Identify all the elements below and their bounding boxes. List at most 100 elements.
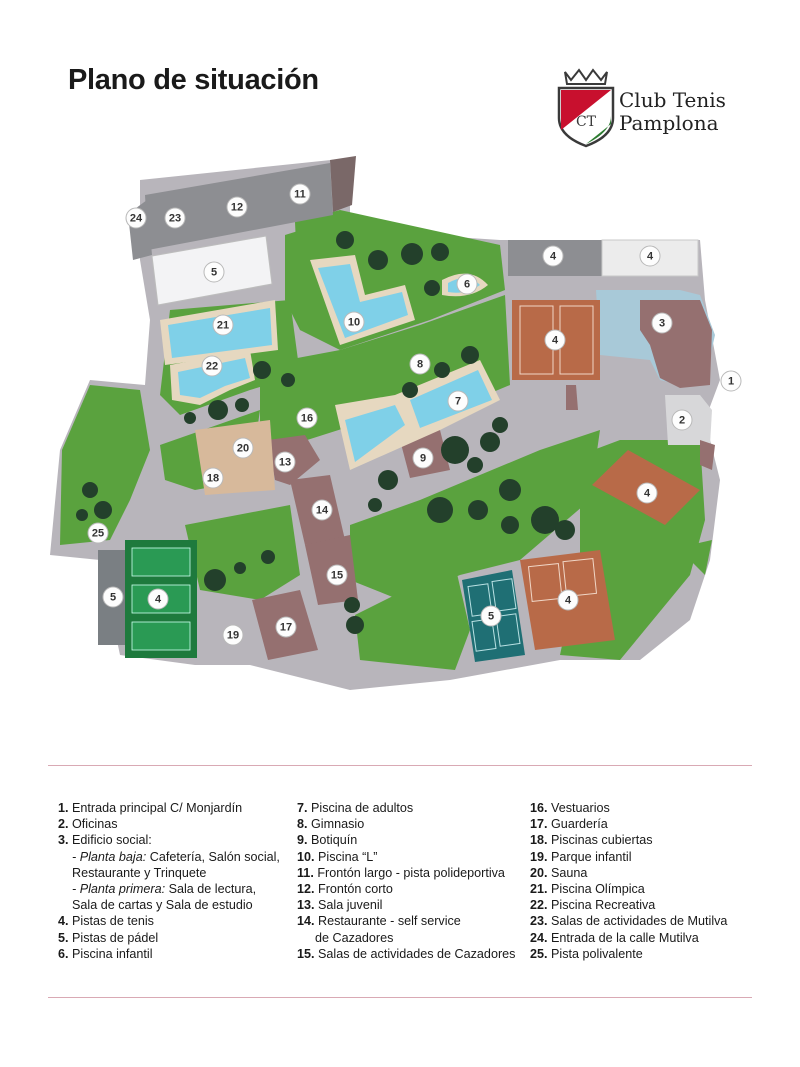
svg-text:18: 18 bbox=[207, 473, 219, 485]
svg-text:13: 13 bbox=[279, 457, 291, 469]
map-marker-24: 24 bbox=[125, 207, 147, 229]
legend-item-8: 8. Gimnasio bbox=[297, 817, 365, 832]
svg-text:4: 4 bbox=[565, 595, 572, 607]
map-marker-4: 4 bbox=[636, 482, 658, 504]
svg-text:5: 5 bbox=[211, 267, 217, 279]
map-marker-2: 2 bbox=[671, 409, 693, 431]
map-marker-7: 7 bbox=[447, 390, 469, 412]
svg-text:5: 5 bbox=[488, 611, 494, 623]
map-marker-12: 12 bbox=[226, 196, 248, 218]
legend-item-14-cont: de Cazadores bbox=[315, 930, 394, 945]
map-marker-20: 20 bbox=[232, 437, 254, 459]
map-marker-4: 4 bbox=[639, 245, 661, 267]
map-marker-17: 17 bbox=[275, 616, 297, 638]
legend-item-11: 11. Frontón largo - pista polideportiva bbox=[297, 865, 505, 880]
club-name-line2: Pamplona bbox=[619, 111, 719, 135]
map-marker-23: 23 bbox=[164, 207, 186, 229]
map-marker-14: 14 bbox=[311, 499, 333, 521]
svg-text:11: 11 bbox=[294, 189, 306, 201]
map-marker-6: 6 bbox=[456, 273, 478, 295]
svg-text:25: 25 bbox=[92, 528, 104, 540]
map-marker-5: 5 bbox=[203, 261, 225, 283]
svg-text:12: 12 bbox=[231, 202, 243, 214]
svg-text:14: 14 bbox=[316, 505, 329, 517]
svg-text:7: 7 bbox=[455, 396, 461, 408]
map-marker-21: 21 bbox=[212, 314, 234, 336]
legend-item-22: 22. Piscina Recreativa bbox=[530, 898, 656, 913]
trees bbox=[76, 231, 575, 634]
svg-text:3: 3 bbox=[659, 318, 665, 330]
legend-item-3-ground-floor: - Planta baja: Cafetería, Salón social, bbox=[72, 849, 280, 864]
svg-text:9: 9 bbox=[420, 453, 426, 465]
legend-item-1: 1. Entrada principal C/ Monjardín bbox=[58, 801, 243, 815]
club-logo: CT Club Tenis Pamplona bbox=[555, 68, 755, 148]
legend-item-21: 21. Piscina Olímpica bbox=[530, 882, 645, 897]
map-marker-13: 13 bbox=[274, 451, 296, 473]
svg-text:22: 22 bbox=[206, 361, 218, 373]
map-marker-15: 15 bbox=[326, 564, 348, 586]
legend-item-3-first-floor-cont: Sala de cartas y Sala de estudio bbox=[72, 898, 253, 913]
legend-item-17: 17. Guardería bbox=[530, 817, 608, 832]
legend-item-4: 4. Pistas de tenis bbox=[58, 914, 154, 929]
map-marker-19: 19 bbox=[222, 624, 244, 646]
legend-item-16: 16. Vestuarios bbox=[530, 801, 610, 815]
legend-item-6: 6. Piscina infantil bbox=[58, 946, 153, 961]
svg-text:4: 4 bbox=[644, 488, 651, 500]
map-marker-4: 4 bbox=[557, 589, 579, 611]
map-marker-4: 4 bbox=[147, 588, 169, 610]
page-title: Plano de situación bbox=[68, 64, 319, 96]
svg-text:23: 23 bbox=[169, 213, 181, 225]
map-marker-10: 10 bbox=[343, 311, 365, 333]
map-marker-4: 4 bbox=[544, 329, 566, 351]
svg-text:4: 4 bbox=[155, 594, 162, 606]
legend-item-25: 25. Pista polivalente bbox=[530, 946, 643, 961]
legend-item-9: 9. Botiquín bbox=[297, 833, 358, 848]
map-marker-11: 11 bbox=[289, 183, 311, 205]
map-marker-3: 3 bbox=[651, 312, 673, 334]
map-marker-4: 4 bbox=[542, 245, 564, 267]
legend-item-3: 3. Edificio social: bbox=[58, 833, 152, 848]
map-marker-18: 18 bbox=[202, 467, 224, 489]
svg-text:10: 10 bbox=[348, 317, 360, 329]
svg-text:19: 19 bbox=[227, 630, 239, 642]
club-crest-icon: CT bbox=[557, 68, 615, 148]
svg-text:4: 4 bbox=[647, 251, 654, 263]
legend-item-12: 12. Frontón corto bbox=[297, 882, 393, 897]
legend-item-15: 15. Salas de actividades de Cazadores bbox=[297, 946, 516, 961]
legend-bottom-divider bbox=[48, 997, 752, 998]
legend-item-13: 13. Sala juvenil bbox=[297, 898, 383, 913]
map-marker-8: 8 bbox=[409, 353, 431, 375]
legend-item-19: 19. Parque infantil bbox=[530, 849, 632, 864]
svg-text:17: 17 bbox=[280, 622, 292, 634]
svg-text:4: 4 bbox=[552, 335, 559, 347]
svg-text:16: 16 bbox=[301, 413, 313, 425]
legend-item-3-ground-floor-cont: Restaurante y Trinquete bbox=[72, 865, 207, 880]
legend-item-20: 20. Sauna bbox=[530, 865, 588, 880]
map-marker-9: 9 bbox=[412, 447, 434, 469]
svg-text:2: 2 bbox=[679, 415, 685, 427]
svg-text:8: 8 bbox=[417, 359, 423, 371]
svg-text:CT: CT bbox=[576, 114, 597, 130]
legend-item-24: 24. Entrada de la calle Mutilva bbox=[530, 930, 699, 945]
svg-text:1: 1 bbox=[728, 376, 734, 388]
legend-column-2: 7. Piscina de adultos 8. Gimnasio 9. Bot… bbox=[297, 800, 515, 962]
svg-text:20: 20 bbox=[237, 443, 249, 455]
legend-column-3: 16. Vestuarios 17. Guardería 18. Piscina… bbox=[530, 800, 727, 962]
map-marker-5: 5 bbox=[480, 605, 502, 627]
legend-column-1: 1. Entrada principal C/ Monjardín 2. Ofi… bbox=[58, 800, 280, 962]
svg-text:24: 24 bbox=[130, 213, 143, 225]
legend-top-divider bbox=[48, 765, 752, 766]
legend-item-23: 23. Salas de actividades de Mutilva bbox=[530, 914, 728, 929]
svg-text:15: 15 bbox=[331, 570, 343, 582]
map-marker-5: 5 bbox=[102, 586, 124, 608]
map-marker-25: 25 bbox=[87, 522, 109, 544]
svg-text:4: 4 bbox=[550, 251, 557, 263]
map-marker-22: 22 bbox=[201, 355, 223, 377]
svg-text:21: 21 bbox=[217, 320, 229, 332]
svg-text:5: 5 bbox=[110, 592, 116, 604]
legend-item-3-first-floor: - Planta primera: Sala de lectura, bbox=[72, 882, 257, 897]
club-name-line1: Club Tenis bbox=[619, 88, 726, 112]
svg-text:6: 6 bbox=[464, 279, 470, 291]
